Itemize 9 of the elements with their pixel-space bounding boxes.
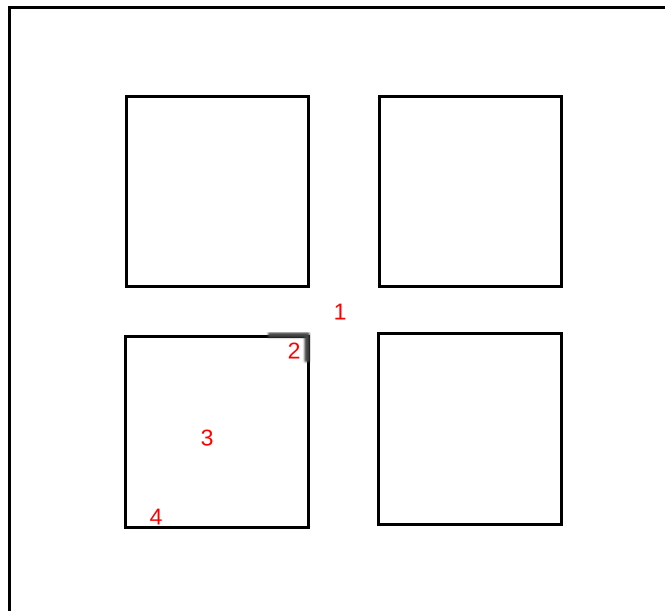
square-box [377, 332, 563, 526]
frame-outline [8, 6, 665, 611]
callout-number: 2 [288, 340, 300, 362]
square-box [125, 95, 310, 288]
square-box [124, 335, 310, 529]
callout-number: 4 [150, 506, 162, 528]
callout-number: 1 [334, 300, 346, 324]
callout-number: 3 [200, 426, 214, 450]
square-box [378, 95, 563, 288]
